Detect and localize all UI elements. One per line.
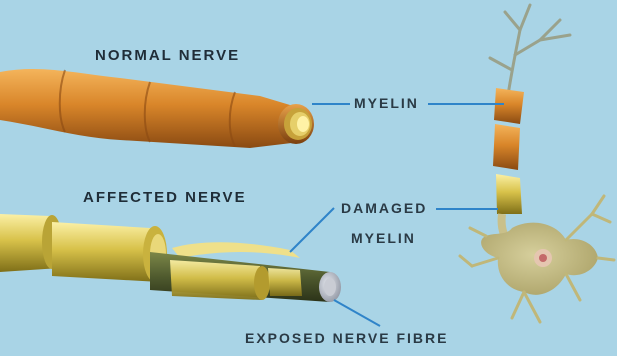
affected-nerve-title: AFFECTED NERVE (83, 189, 247, 206)
normal-nerve-illustration (0, 69, 314, 148)
neuron-illustration (460, 5, 614, 322)
damaged-myelin-label-line2: MYELIN (351, 230, 416, 246)
affected-nerve-illustration (0, 214, 341, 302)
damaged-myelin-label-line1: DAMAGED (341, 200, 427, 216)
normal-nerve-title: NORMAL NERVE (95, 47, 240, 64)
exposed-nerve-fibre-label: EXPOSED NERVE FIBRE (245, 330, 448, 346)
myelin-label: MYELIN (354, 95, 419, 111)
